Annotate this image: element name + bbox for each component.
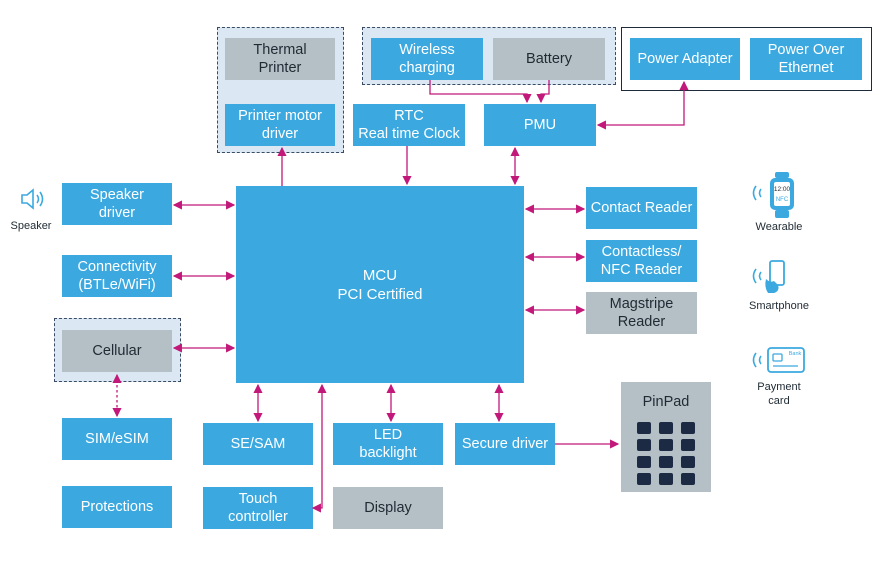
keypad-key bbox=[659, 456, 673, 468]
keypad-key bbox=[659, 473, 673, 485]
keypad-key bbox=[637, 456, 651, 468]
touch-controller-block: Touch controller bbox=[203, 487, 313, 529]
connectivity-block: Connectivity (BTLe/WiFi) bbox=[62, 255, 172, 297]
speaker-icon bbox=[21, 188, 44, 210]
connector-touch-mcu bbox=[311, 383, 327, 513]
keypad-key bbox=[681, 422, 695, 434]
printer-motor-driver-block: Printer motor driver bbox=[225, 104, 335, 146]
contactless-reader-block: Contactless/ NFC Reader bbox=[586, 240, 697, 282]
keypad-key bbox=[681, 456, 695, 468]
card-bank-text: Bank bbox=[789, 351, 802, 357]
magstripe-reader-block: Magstripe Reader bbox=[586, 292, 697, 334]
speaker-label: Speaker bbox=[10, 220, 52, 232]
se-sam-block: SE/SAM bbox=[203, 423, 313, 465]
power-over-ethernet-block: Power Over Ethernet bbox=[750, 38, 862, 80]
sim-esim-block: SIM/eSIM bbox=[62, 418, 172, 460]
wireless-charging-block: Wireless charging bbox=[371, 38, 483, 80]
pmu-block: PMU bbox=[484, 104, 596, 146]
keypad-key bbox=[681, 439, 695, 451]
wearable-icon: 12:00 NFC bbox=[752, 172, 794, 218]
payment-card-icon: Bank bbox=[752, 347, 805, 373]
led-backlight-block: LED backlight bbox=[333, 423, 443, 465]
rtc-block: RTC Real time Clock bbox=[353, 104, 465, 146]
pinpad-title: PinPad bbox=[642, 394, 690, 410]
payment-card-label: Payment card bbox=[757, 381, 801, 407]
mcu-block: MCU PCI Certified bbox=[236, 186, 524, 383]
wearable-label: Wearable bbox=[755, 221, 803, 233]
wearable-nfc-text: NFC bbox=[776, 197, 789, 203]
secure-driver-block: Secure driver bbox=[455, 423, 555, 465]
power-adapter-block: Power Adapter bbox=[630, 38, 740, 80]
keypad-key bbox=[681, 473, 695, 485]
speaker-driver-block: Speaker driver bbox=[62, 183, 172, 225]
smartphone-label: Smartphone bbox=[749, 300, 809, 312]
keypad-key bbox=[637, 473, 651, 485]
pinpad-block: PinPad bbox=[621, 382, 711, 492]
protections-block: Protections bbox=[62, 486, 172, 528]
cellular-block: Cellular bbox=[62, 330, 172, 372]
keypad-key bbox=[637, 422, 651, 434]
smartphone-icon bbox=[752, 260, 785, 293]
keypad-key bbox=[659, 422, 673, 434]
battery-block: Battery bbox=[493, 38, 605, 80]
keypad-key bbox=[659, 439, 673, 451]
display-block: Display bbox=[333, 487, 443, 529]
keypad-key bbox=[637, 439, 651, 451]
thermal-printer-block: Thermal Printer bbox=[225, 38, 335, 80]
contact-reader-block: Contact Reader bbox=[586, 187, 697, 229]
wearable-screen-text: 12:00 bbox=[774, 186, 791, 193]
